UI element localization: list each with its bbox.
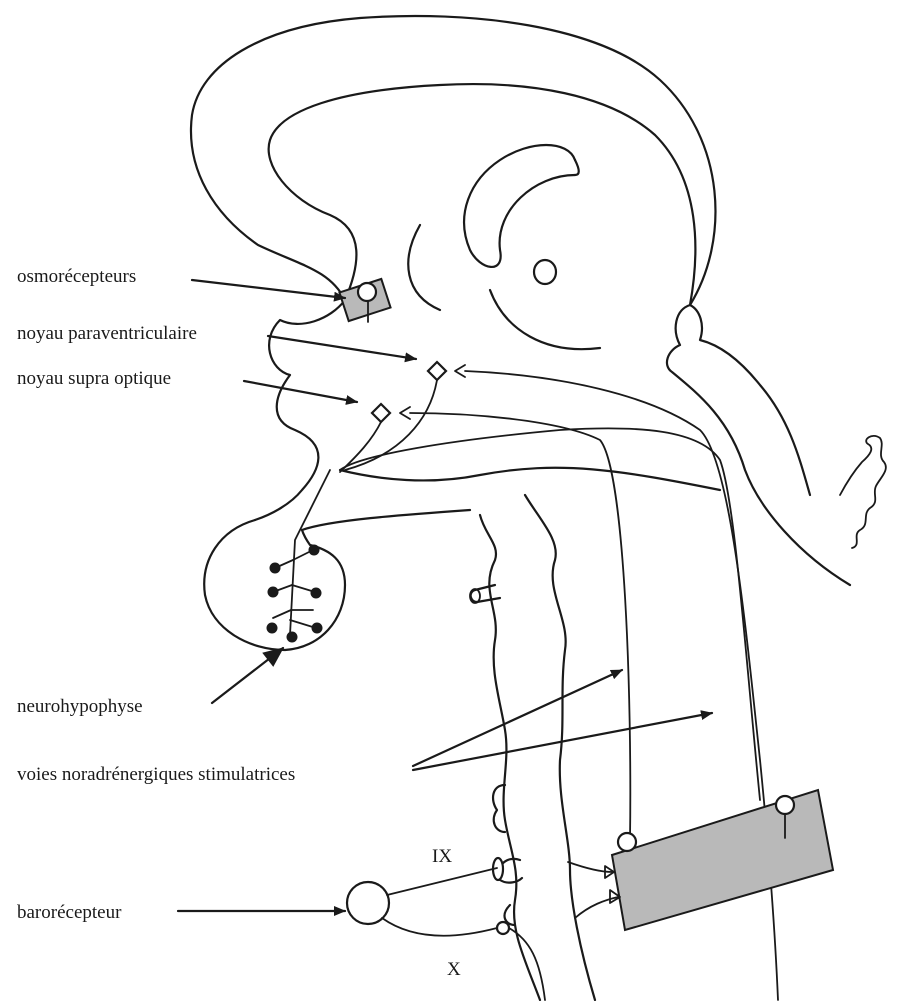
neurohypophysis-shape [204, 470, 345, 650]
supraoptic-nucleus-diamond [372, 404, 390, 422]
neurohypophysis-terminal-dot [270, 563, 281, 574]
label-nerve-ix: IX [432, 846, 452, 867]
brain-outline [191, 16, 886, 585]
label-baroreceptor: barorécepteur [17, 902, 122, 923]
labels: osmorécepteurs noyau paraventriculaire n… [17, 266, 461, 980]
arrow-supraoptic [244, 381, 357, 402]
solitary-nucleus-box [612, 790, 833, 930]
neurohypophysis-terminal-dot [309, 545, 320, 556]
arrow-paraventricular [268, 336, 416, 359]
neurohypophysis-terminal-dot [268, 587, 279, 598]
neurohypophysis-terminal-dot [267, 623, 278, 634]
label-supraoptic: noyau supra optique [17, 368, 171, 389]
neurohypophysis-terminal-dot [311, 588, 322, 599]
nucleus-cell-left [618, 833, 636, 851]
arrow-neurohypophysis [212, 648, 283, 703]
brainstem-nucleus [568, 790, 833, 930]
nerve-x-ganglion [497, 922, 509, 934]
label-arrows [178, 280, 712, 911]
label-paraventricular: noyau paraventriculaire [17, 323, 197, 344]
neurohypophysis-terminal-dot [312, 623, 323, 634]
neurohypophysis-terminal-dot [287, 632, 298, 643]
arrow-osmoreceptors [192, 280, 345, 298]
osmoreceptor-cell [358, 283, 376, 301]
label-noradrenergic: voies noradrénergiques stimulatrices [17, 764, 295, 785]
label-neurohypophysis: neurohypophyse [17, 696, 143, 717]
arrow-noradrenergic-1 [413, 670, 622, 766]
label-osmoreceptors: osmorécepteurs [17, 266, 136, 287]
label-nerve-x: X [447, 959, 461, 980]
paraventricular-nucleus-diamond [428, 362, 446, 380]
nucleus-cell-right [776, 796, 794, 814]
